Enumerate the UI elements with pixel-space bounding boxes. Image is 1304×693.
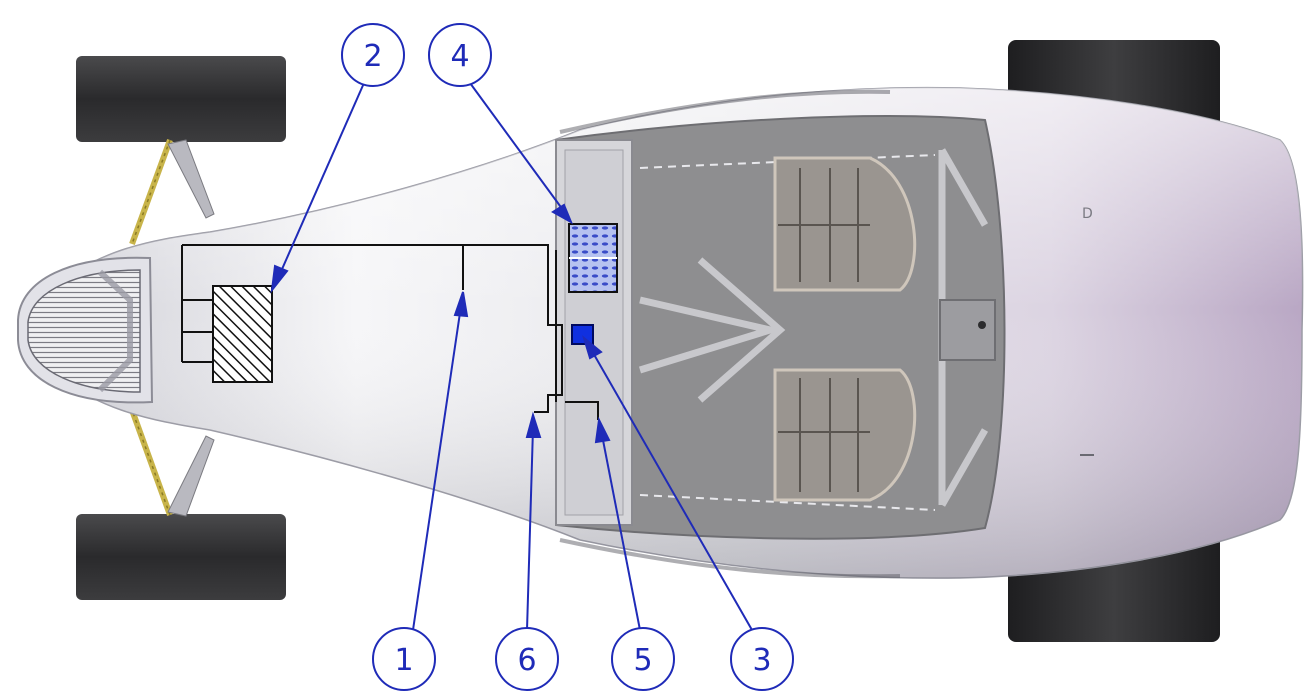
arrowhead-4-icon: [551, 203, 574, 225]
callout-1: 1: [372, 627, 436, 691]
front-tire-bottom: [76, 514, 286, 600]
callout-6: 6: [495, 627, 559, 691]
hatched-component-2: [212, 285, 273, 383]
callout-label-6: 6: [517, 643, 536, 678]
arrowhead-6-icon: [525, 411, 542, 438]
callout-2: 2: [341, 23, 405, 87]
leader-5: [601, 434, 641, 631]
callout-label-5: 5: [633, 643, 652, 678]
front-suspension: [129, 138, 215, 517]
cockpit: [555, 115, 1006, 540]
callout-label-1: 1: [394, 643, 413, 678]
leader-1: [412, 305, 462, 631]
arrowhead-5-icon: [594, 416, 611, 444]
svg-text:D: D: [1082, 206, 1093, 222]
arrowhead-1-icon: [453, 291, 469, 318]
leader-6: [526, 427, 534, 631]
small-box-component-3: [571, 324, 594, 345]
callout-3: 3: [730, 627, 794, 691]
callout-label-3: 3: [752, 643, 771, 678]
schematic-outline: [181, 244, 599, 420]
callout-label-2: 2: [363, 39, 382, 74]
callout-5: 5: [611, 627, 675, 691]
nose-grille: [17, 256, 154, 404]
callout-balloons: 2 4 1 6 5 3: [341, 23, 794, 691]
arrowhead-3-icon: [582, 335, 603, 360]
seat-left: [773, 156, 917, 292]
leader-lines: [270, 82, 753, 631]
front-tire-top: [76, 56, 286, 142]
leader-2: [278, 82, 365, 277]
arrowhead-2-icon: [270, 264, 289, 294]
leader-3: [591, 350, 753, 631]
callout-4: 4: [428, 23, 492, 87]
callout-label-4: 4: [450, 39, 469, 74]
front-tires: [76, 56, 286, 600]
seat-right: [773, 368, 917, 502]
leader-4: [469, 82, 564, 211]
